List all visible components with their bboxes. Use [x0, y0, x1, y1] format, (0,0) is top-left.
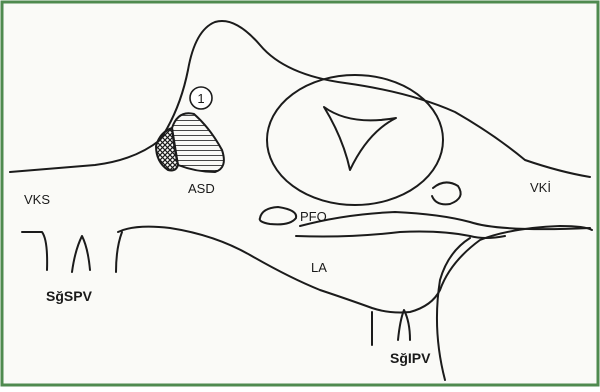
paper-background: [3, 3, 597, 384]
label-la: LA: [311, 260, 327, 275]
label-vks: VKS: [24, 192, 50, 207]
label-pfo: PFO: [300, 209, 327, 224]
label-asd: ASD: [188, 181, 215, 196]
label-vki: VKİ: [530, 180, 551, 195]
marker-number: 1: [197, 91, 204, 106]
label-sgspv: SğSPV: [46, 288, 93, 304]
label-sgipv: SğIPV: [390, 350, 431, 366]
